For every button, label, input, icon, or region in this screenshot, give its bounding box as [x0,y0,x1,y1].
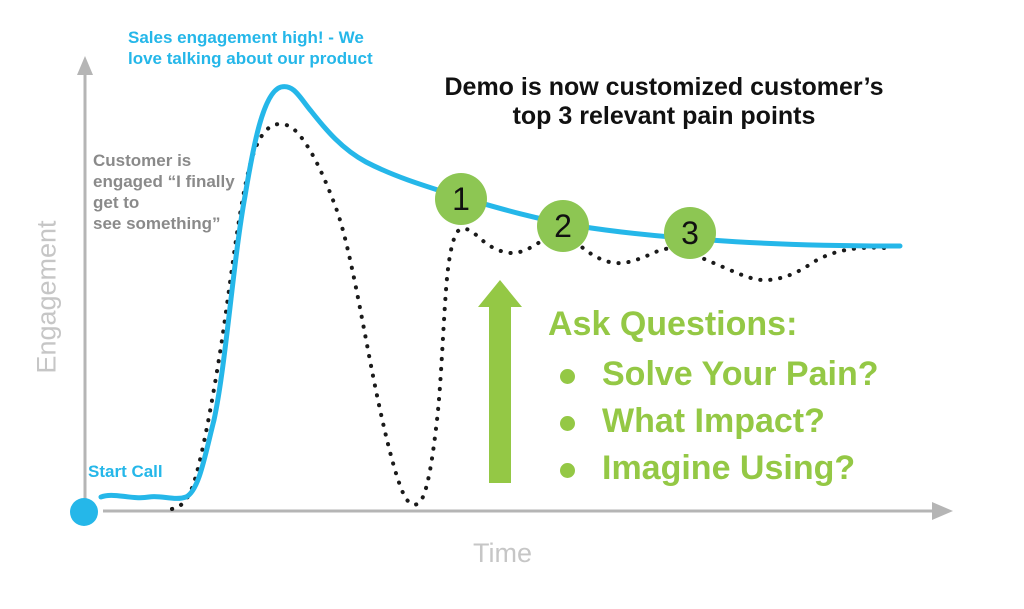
bullet-icon [560,416,575,431]
step-marker-3-label: 3 [681,215,699,251]
ask-question-1: Solve Your Pain? [602,355,879,393]
customer-engagement-curve [170,121,888,511]
sales-engagement-curve [98,84,903,501]
bullet-icon [560,369,575,384]
step-marker-2-label: 2 [554,208,572,244]
up-arrow-icon [478,280,522,483]
annotation-customer-engaged: Customer is engaged “I finally get to se… [93,151,235,233]
annotation-demo-customized: Demo is now customized customer’s top 3 … [444,73,884,130]
y-axis-arrow-icon [77,56,93,75]
step-marker-1: 1 [435,173,487,225]
x-axis-arrow-icon [932,502,953,520]
ask-questions-block: Ask Questions: Solve Your Pain? What Imp… [548,304,878,492]
step-marker-3: 3 [664,207,716,259]
ask-question-3: Imagine Using? [602,449,856,487]
step-marker-1-label: 1 [452,181,470,217]
bullet-icon [560,463,575,478]
list-item: What Impact? [548,398,878,445]
list-item: Imagine Using? [548,445,878,492]
x-axis-label: Time [473,538,532,568]
list-item: Solve Your Pain? [548,351,878,398]
step-marker-2: 2 [537,200,589,252]
annotation-sales-engagement-high: Sales engagement high! - We love talking… [128,28,373,68]
y-axis-label: Engagement [31,220,62,374]
start-call-dot [70,498,98,526]
annotation-start-call: Start Call [88,462,163,481]
ask-questions-title: Ask Questions: [548,305,798,343]
ask-question-2: What Impact? [602,402,825,440]
